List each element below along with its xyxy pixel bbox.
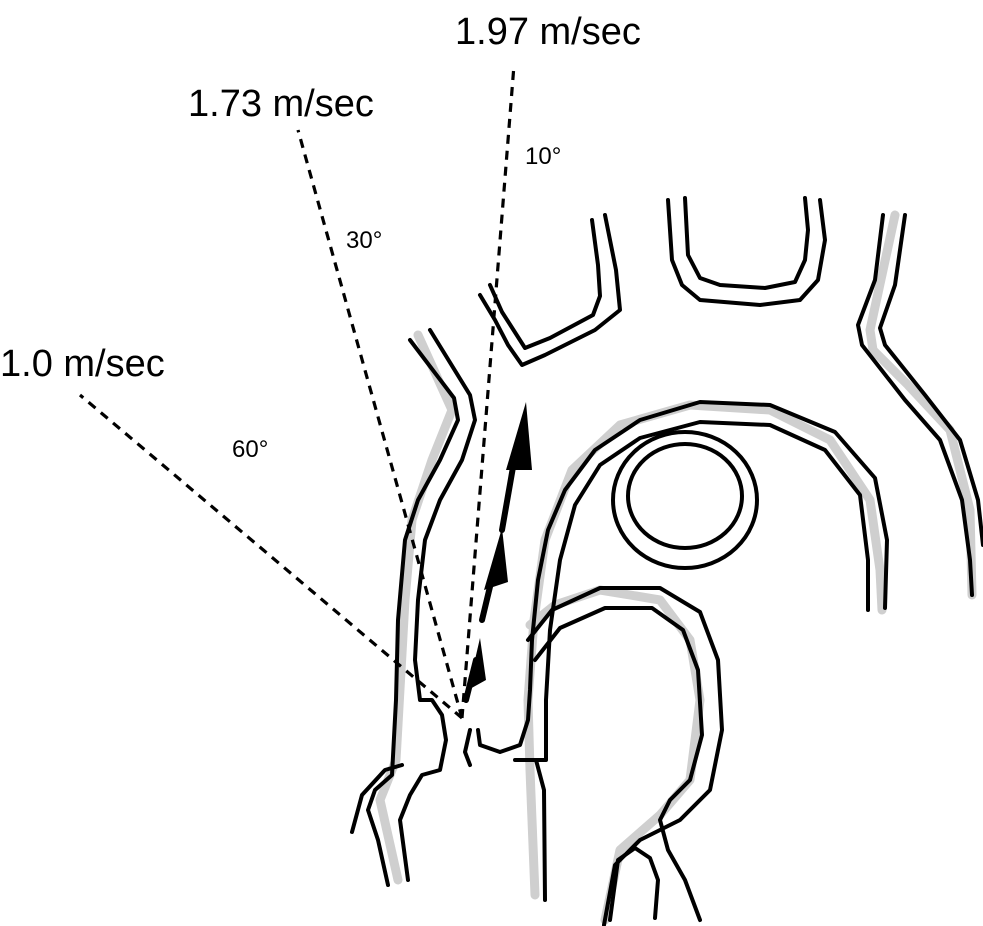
flow-arrow-3-head	[506, 402, 532, 470]
angle-label-1: 60°	[232, 436, 268, 463]
beam-30-degree	[298, 130, 462, 718]
flow-arrow-1-head	[468, 638, 486, 690]
ascending-vessel-inner-wall	[400, 330, 475, 880]
top-branch-1-inner	[490, 220, 600, 348]
velocity-label-1: 1.0 m/sec	[0, 343, 165, 385]
velocity-label-2: 1.73 m/sec	[188, 83, 374, 125]
top-branch-2-inner	[685, 198, 808, 288]
vessel-anatomy	[352, 198, 983, 925]
pulmonary-ring-inner	[628, 444, 742, 548]
angle-label-3: 10°	[525, 143, 561, 170]
flow-arrow-2-head	[484, 528, 508, 590]
labels: 1.0 m/sec 60° 1.73 m/sec 30° 1.97 m/sec …	[0, 11, 641, 463]
central-vessel-wall	[478, 402, 887, 752]
velocity-label-3: 1.97 m/sec	[455, 11, 641, 53]
stenosis-bump	[465, 730, 470, 765]
top-branch-2-outer	[668, 200, 825, 305]
angle-label-2: 30°	[346, 227, 382, 254]
